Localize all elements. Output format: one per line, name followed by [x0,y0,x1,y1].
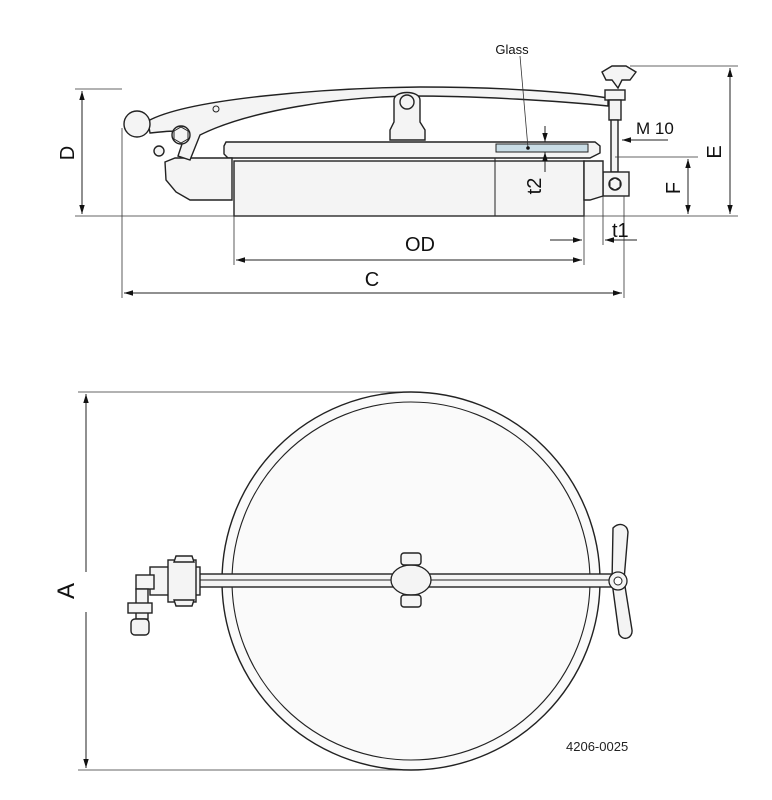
clamp-block-pin [608,177,622,191]
glass-label: Glass [495,42,529,57]
dim-e-label: E [704,145,726,158]
hinge-pin [135,574,155,590]
center-handle [389,91,426,141]
hinge-bolt-hex [173,126,189,144]
glass-pane [495,143,589,153]
swing-bolt-wing [601,65,638,90]
dim-a-label: A [53,583,80,599]
hinge-nut-bottom [173,599,195,607]
dim-t1-label: t1 [612,220,629,242]
swing-bolt-hub-hole [613,576,623,586]
hinge-small-hole [153,145,165,157]
drawing-number: 4206-0025 [566,739,628,754]
swing-bolt-thread [610,119,619,173]
hinge-knob [127,602,153,614]
dim-c-label: C [365,269,379,291]
clamp-lug [583,160,604,201]
side-view: D E F OD C t1 t2 M 10 Glass [57,42,738,298]
dim-f-label: F [663,182,685,194]
manway-body [233,160,585,217]
dim-t2-label: t2 [524,178,546,195]
center-handle-ring [390,564,432,596]
hinge-block [167,559,197,603]
glass-leader [519,55,529,149]
hinge-knob-cap [130,618,150,636]
dim-od-label: OD [405,234,435,256]
top-view: A 4206-0025 [53,391,633,771]
dim-d-label: D [57,146,79,160]
thread-label: M 10 [636,119,674,138]
center-handle-bottom [400,594,422,608]
glass-leader-dot [526,146,530,150]
clamp-block-pin-hex [609,177,621,191]
swing-bolt-nut [604,89,626,101]
hinge-bolt [171,125,191,145]
hinge-arm [147,86,609,161]
dim-a-label-bg [60,572,90,612]
swing-bolt-shank [608,99,622,121]
hinge-nut-top [173,555,195,563]
hinge-pivot [123,110,151,138]
center-handle-eye [399,94,415,110]
hinge-bracket [164,157,233,201]
center-handle-top [400,552,422,566]
arm-rivet [212,105,220,113]
